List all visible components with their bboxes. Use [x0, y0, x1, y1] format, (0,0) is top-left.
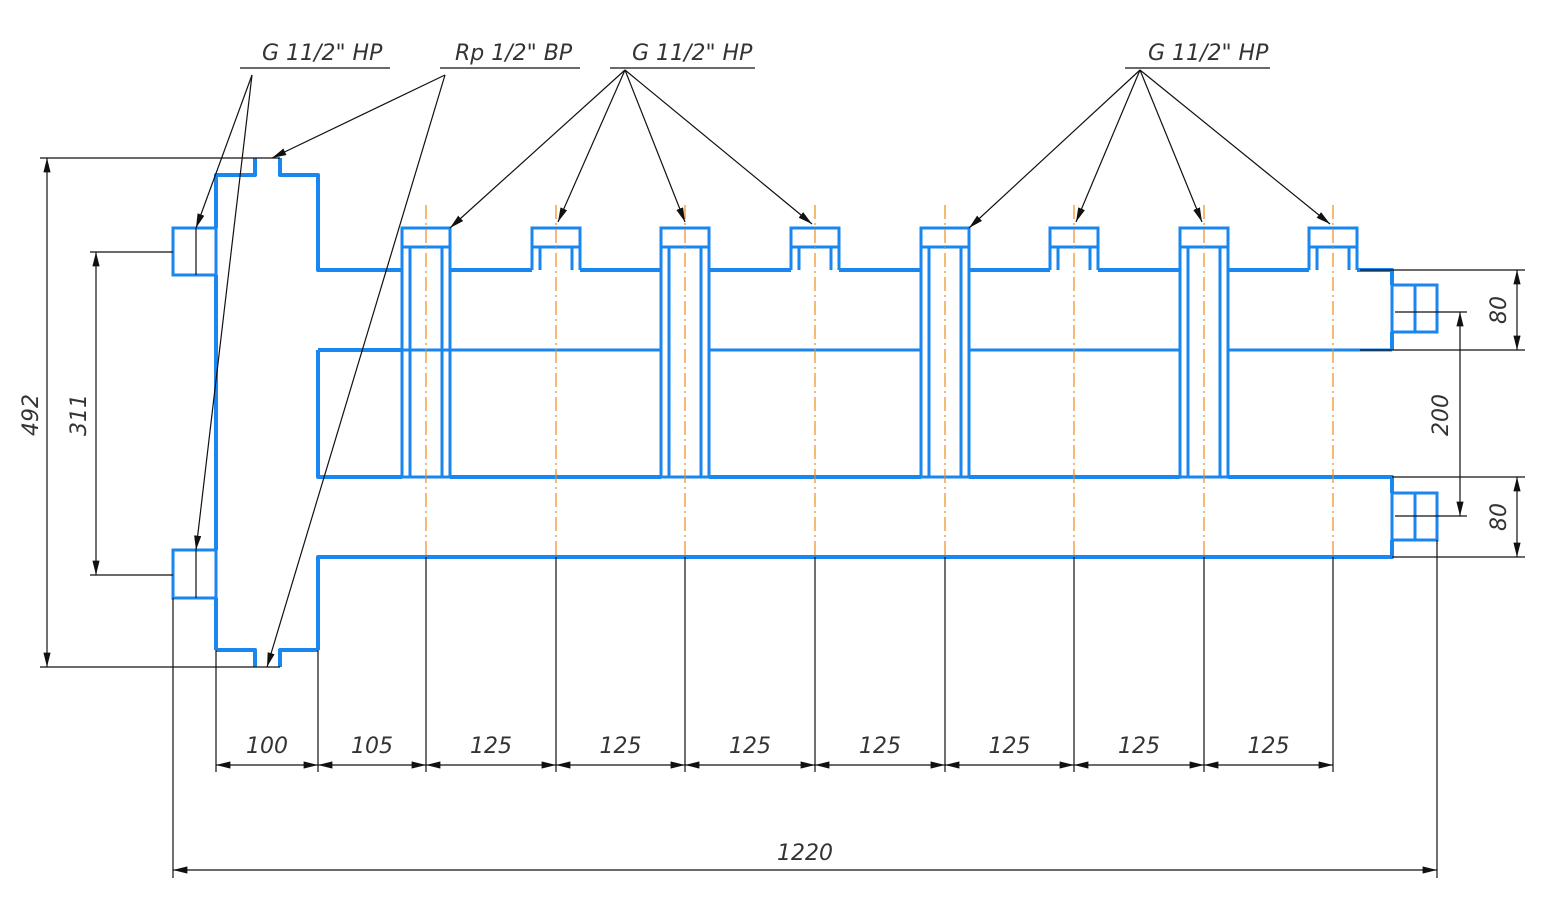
dimension-right-bottom: 80 [1487, 503, 1512, 531]
left-nozzle-bottom [171, 548, 218, 600]
callout-group1: G 11/2" HP [632, 41, 753, 66]
through-nozzle [1178, 205, 1230, 772]
nozzle-outline [1307, 226, 1359, 270]
dimension-spacing: 125 [600, 734, 642, 759]
stub-nozzle [1307, 205, 1359, 772]
dimension-right-between: 200 [1429, 394, 1454, 436]
stub-nozzle [1048, 205, 1100, 772]
nozzle-inner [538, 247, 574, 270]
left-nozzle-top [171, 226, 218, 277]
nozzle-outline [789, 226, 841, 270]
dimension-spacing: 125 [470, 734, 512, 759]
dimension-right-top: 80 [1487, 296, 1512, 324]
dimension-spacing: 105 [351, 734, 393, 759]
dimension-spacing: 125 [859, 734, 901, 759]
leader-line [968, 69, 1141, 229]
leader-line [1075, 69, 1141, 223]
leader-line [271, 74, 446, 159]
dimension-spacing: 125 [989, 734, 1031, 759]
dimension-left-nozzle-spacing: 311 [67, 394, 92, 436]
through-nozzle [919, 205, 971, 772]
stub-nozzle [789, 205, 841, 772]
callout-group2: G 11/2" HP [1148, 41, 1269, 66]
callout-left-nozzles: G 11/2" HP [262, 41, 383, 66]
leader-line [1139, 69, 1331, 225]
leader-line [266, 74, 446, 668]
left-chamber-outline [214, 158, 1394, 667]
leader-line [195, 74, 253, 229]
through-nozzle [659, 205, 711, 772]
nozzle-inner [797, 247, 833, 270]
callout-labels: G 11/2" HP Rp 1/2" BP G 11/2" HP G 11/2"… [262, 41, 1269, 66]
nozzle-inner [1315, 247, 1351, 270]
dimension-total-height: 492 [19, 394, 44, 436]
leader-line [1139, 69, 1203, 223]
callout-vent-ports: Rp 1/2" BP [455, 41, 573, 66]
dimension-spacing: 125 [729, 734, 771, 759]
nozzle-outline [530, 226, 582, 270]
leader-line [624, 69, 813, 225]
dimension-spacing: 125 [1118, 734, 1160, 759]
leader-line [557, 69, 626, 223]
stub-nozzle [530, 205, 582, 772]
leader-line [194, 74, 253, 551]
nozzle-inner [1056, 247, 1092, 270]
nozzle-outline [1048, 226, 1100, 270]
leader-line [624, 69, 686, 223]
through-nozzle [400, 205, 452, 772]
manifold-body [171, 158, 1439, 667]
dimension-spacing: 100 [246, 734, 288, 759]
dimension-spacing: 125 [1248, 734, 1290, 759]
dimension-total-length: 1220 [777, 841, 833, 866]
leader-line [449, 69, 626, 229]
right-nozzle-top [1390, 283, 1439, 334]
